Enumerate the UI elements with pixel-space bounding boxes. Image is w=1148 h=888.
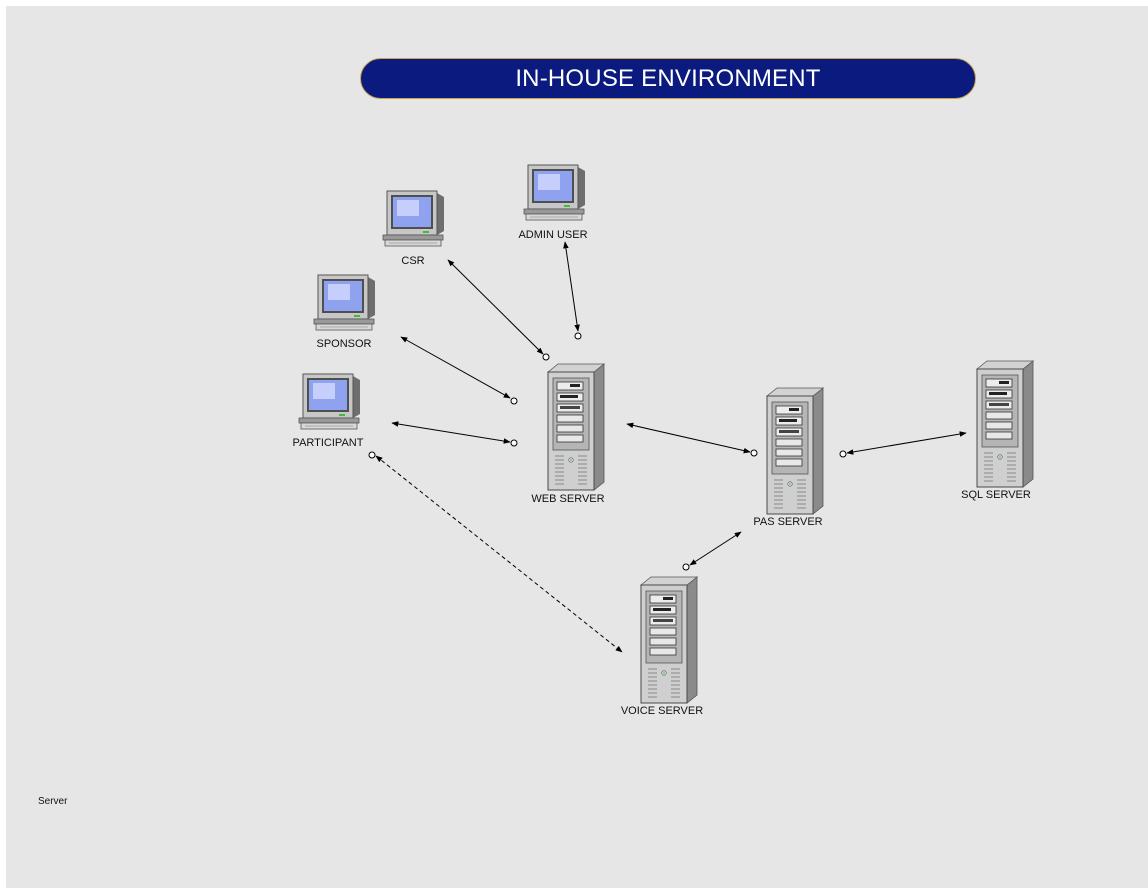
server-tower-icon bbox=[640, 576, 698, 704]
node-pas-server: PAS SERVER bbox=[753, 387, 824, 528]
connection-points bbox=[368, 332, 847, 571]
connector-web-pas bbox=[626, 422, 751, 454]
workstation-icon bbox=[382, 190, 445, 247]
node-label: SPONSOR bbox=[316, 338, 371, 350]
connector-pas-sql bbox=[846, 431, 967, 455]
server-tower-icon bbox=[766, 387, 824, 515]
node-label: ADMIN USER bbox=[518, 229, 587, 241]
workstation-icon bbox=[313, 274, 376, 331]
node-sponsor: SPONSOR bbox=[313, 274, 376, 350]
node-sql-server: SQL SERVER bbox=[961, 360, 1034, 501]
node-label: CSR bbox=[401, 255, 424, 267]
connector-participant-voice bbox=[375, 455, 623, 653]
connector-csr-web bbox=[447, 259, 544, 355]
node-label: WEB SERVER bbox=[531, 493, 604, 505]
connector-admin-web bbox=[563, 241, 580, 332]
workstation-icon bbox=[523, 164, 586, 221]
node-label: PAS SERVER bbox=[753, 516, 822, 528]
server-tower-icon bbox=[547, 363, 605, 491]
node-label: SQL SERVER bbox=[961, 489, 1031, 501]
connector-sponsor-web bbox=[400, 336, 511, 399]
node-label: PARTICIPANT bbox=[293, 437, 364, 449]
title-text: IN-HOUSE ENVIRONMENT bbox=[515, 65, 821, 92]
title-banner: IN-HOUSE ENVIRONMENT bbox=[360, 58, 976, 99]
node-admin-user: ADMIN USER bbox=[518, 164, 588, 241]
connector-participant-web bbox=[391, 421, 511, 444]
node-web-server: WEB SERVER bbox=[531, 363, 605, 505]
node-label: VOICE SERVER bbox=[621, 705, 703, 717]
connectors bbox=[375, 241, 967, 653]
node-voice-server: VOICE SERVER bbox=[621, 576, 703, 717]
node-participant: PARTICIPANT bbox=[293, 373, 364, 449]
legend-label: Server bbox=[38, 796, 68, 807]
connector-pas-voice bbox=[689, 531, 742, 566]
node-csr: CSR bbox=[382, 190, 445, 267]
server-tower-icon bbox=[976, 360, 1034, 488]
workstation-icon bbox=[298, 373, 361, 430]
